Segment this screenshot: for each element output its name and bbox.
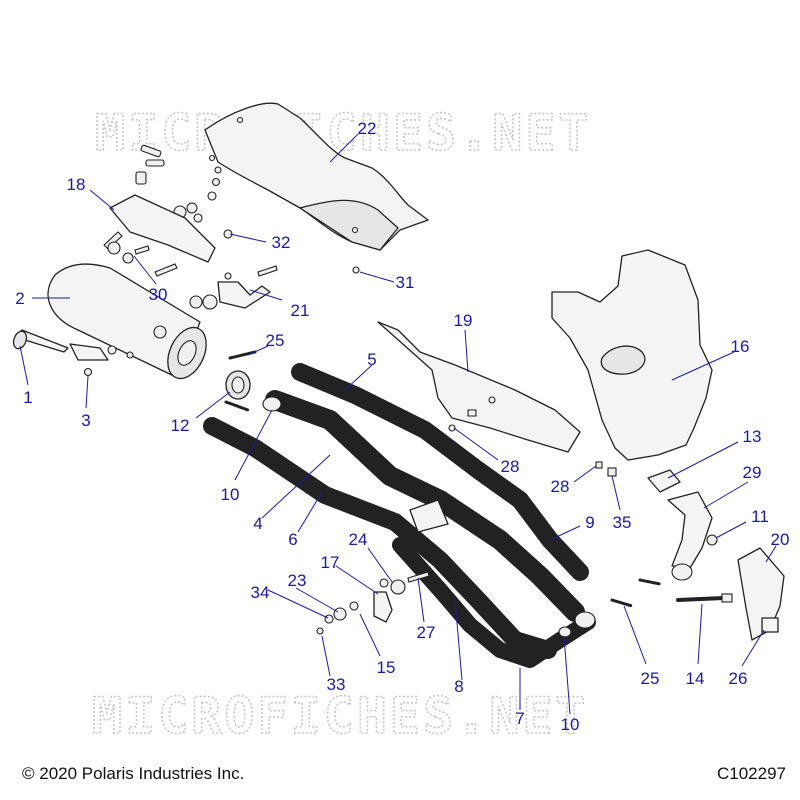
callout-28-lower: 28 (551, 477, 570, 496)
callout-9: 9 (585, 513, 594, 532)
callout-12: 12 (171, 416, 190, 435)
callout-21: 21 (291, 301, 310, 320)
callout-6: 6 (288, 530, 297, 549)
heat-shield-upper (204, 102, 429, 251)
bracket-21 (189, 265, 278, 310)
callout-4: 4 (253, 514, 262, 533)
callout-28-right: 28 (501, 457, 520, 476)
callout-25-lower: 25 (641, 669, 660, 688)
callout-16: 16 (731, 337, 750, 356)
callout-18: 18 (67, 175, 86, 194)
callout-31: 31 (396, 273, 415, 292)
callout-10-bottom: 10 (561, 715, 580, 734)
callout-7: 7 (515, 709, 524, 728)
callout-27: 27 (417, 623, 436, 642)
callout-34: 34 (251, 583, 270, 602)
callout-8: 8 (454, 677, 463, 696)
callout-26: 26 (729, 669, 748, 688)
copyright-notice: © 2020 Polaris Industries Inc. (22, 764, 245, 783)
y-pipe-assembly (610, 469, 785, 641)
callout-25-upper: 25 (266, 331, 285, 350)
callout-24: 24 (349, 530, 368, 549)
heat-shield-16 (551, 249, 713, 461)
callout-14: 14 (686, 669, 705, 688)
clips-28-35 (352, 266, 617, 477)
callout-13: 13 (743, 427, 762, 446)
heat-shield-19 (377, 321, 581, 453)
callout-30: 30 (149, 285, 168, 304)
screw-3 (83, 367, 93, 377)
watermark-bottom: MICROFICHES.NET (92, 687, 589, 745)
callout-23: 23 (288, 571, 307, 590)
figure-code: C102297 (716, 764, 786, 783)
heat-shield-muffler-18 (109, 194, 216, 263)
callout-33: 33 (327, 675, 346, 694)
callout-5: 5 (367, 350, 376, 369)
muffler-2 (47, 263, 207, 380)
callout-32: 32 (272, 233, 291, 252)
bolt-set-30 (103, 231, 178, 277)
leader-lines (19, 133, 777, 715)
lower-mount-hardware (316, 571, 430, 635)
callout-2: 2 (15, 289, 24, 308)
callout-35: 35 (613, 513, 632, 532)
callout-15: 15 (377, 658, 396, 677)
callout-labels: 1 2 3 4 5 6 7 8 9 10 10 11 12 13 14 15 1… (15, 119, 789, 734)
tail-tip-1 (12, 329, 109, 361)
watermark-top: MICROFICHES.NET (95, 104, 592, 162)
callout-19: 19 (454, 311, 473, 330)
callout-22: 22 (358, 119, 377, 138)
callout-11: 11 (751, 507, 769, 526)
callout-17: 17 (321, 553, 340, 572)
callout-10-left: 10 (221, 485, 240, 504)
callout-29: 29 (743, 463, 762, 482)
callout-20: 20 (771, 530, 790, 549)
callout-3: 3 (81, 411, 90, 430)
springs-25-left (224, 350, 257, 412)
callout-1: 1 (23, 388, 32, 407)
